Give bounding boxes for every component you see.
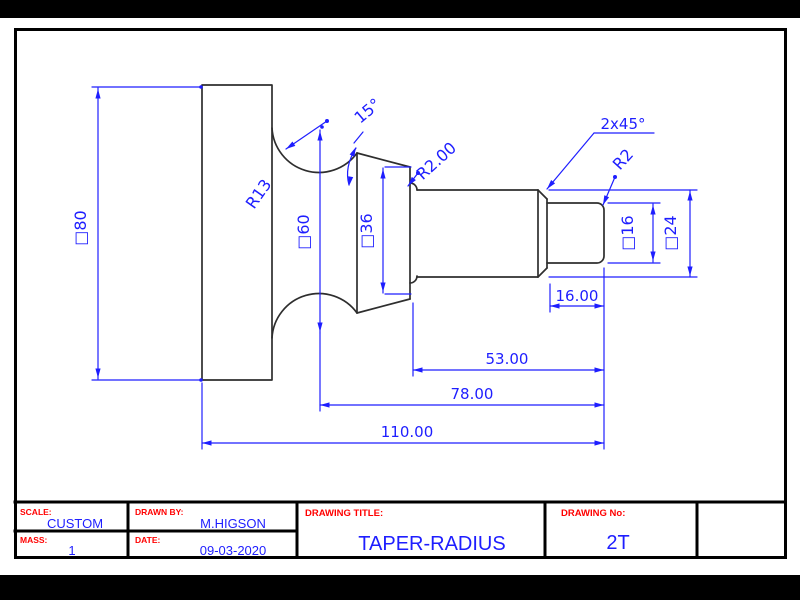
- neck-radius-bottom: [271, 292, 358, 339]
- leader-taper-angle: [353, 131, 364, 144]
- ext-lines-d80: [91, 86, 202, 381]
- dim-len78-label: 78.00: [451, 385, 494, 403]
- ext-lines-d24: [548, 189, 698, 278]
- scale-label: SCALE:: [20, 507, 52, 517]
- dim-d80-label: □80: [71, 210, 90, 245]
- drawn-by-label: DRAWN BY:: [135, 507, 184, 517]
- drawing-sheet: [0, 18, 800, 575]
- drawing-title-label: DRAWING TITLE:: [305, 508, 383, 519]
- frame-and-title-block-lines: [13, 28, 787, 559]
- ext-lines-d36: [384, 166, 412, 295]
- title-block-values: CUSTOM M.HIGSON 1 09-03-2020 TAPER-RADIU…: [47, 516, 630, 558]
- chamfer-slopes: [537, 189, 548, 278]
- mass-value: 1: [68, 543, 75, 558]
- date-value: 09-03-2020: [200, 543, 267, 558]
- leader-chamfer: [546, 132, 655, 190]
- ext-node-dot: [199, 378, 203, 382]
- dim-len110-label: 110.00: [381, 423, 434, 441]
- drawing-number-label: DRAWING No:: [561, 508, 625, 519]
- dim-len16-label: 16.00: [556, 287, 599, 305]
- flange-outline: [201, 84, 273, 381]
- ext-lines-d16: [607, 202, 661, 264]
- dim-chamfer-label: 2x45°: [600, 115, 645, 133]
- pin-outline: [546, 202, 605, 264]
- dim-d60-label: □60: [294, 214, 313, 249]
- dim-len53-label: 53.00: [486, 350, 529, 368]
- neck-radius-top: [271, 127, 358, 174]
- dim-d24-label: □24: [661, 215, 680, 250]
- part-outline: [201, 84, 605, 381]
- leader-node-dot: [416, 171, 420, 175]
- drawing-border: [14, 28, 787, 559]
- dimension-arrows: [95, 85, 693, 446]
- title-block-labels: SCALE: DRAWN BY: MASS: DATE: DRAWING TIT…: [20, 507, 625, 545]
- leader-node-dot: [325, 119, 329, 123]
- drawing-title-value: TAPER-RADIUS: [358, 533, 505, 555]
- drawn-by-value: M.HIGSON: [200, 516, 266, 531]
- leader-node-dot: [613, 175, 617, 179]
- ext-node-dot: [199, 85, 203, 89]
- ext-node-dot: [320, 125, 324, 129]
- scale-value: CUSTOM: [47, 516, 103, 531]
- dim-d16-label: □16: [618, 215, 637, 250]
- taper-edges: [356, 152, 411, 314]
- mass-label: MASS:: [20, 535, 48, 545]
- date-label: DATE:: [135, 535, 161, 545]
- shaft-edges: [416, 189, 539, 278]
- drawing-number-value: 2T: [606, 532, 629, 554]
- dim-d36-label: □36: [357, 213, 376, 248]
